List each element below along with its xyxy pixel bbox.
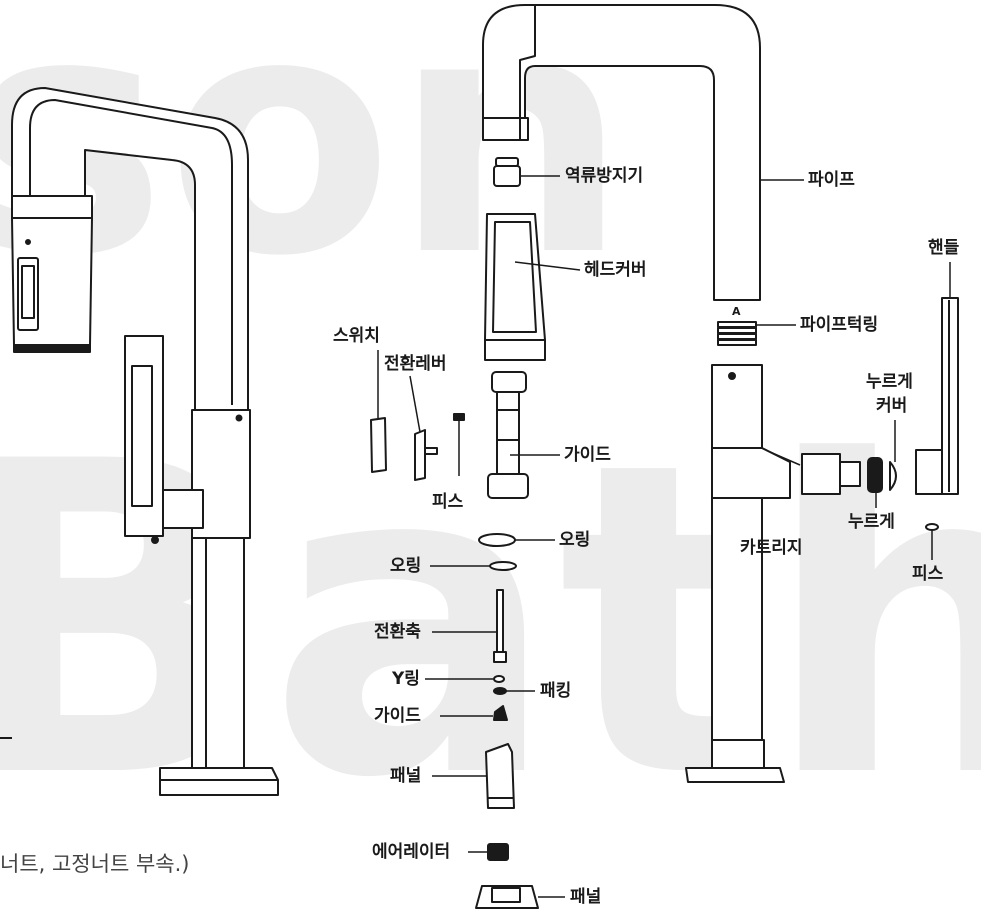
assembled-handle-slot [131, 365, 153, 507]
label-screw-right: 피스 [912, 564, 944, 584]
label-screw-left: 피스 [432, 492, 464, 512]
exploded-left-parts [370, 413, 465, 481]
assembled-head-tip [13, 344, 91, 353]
leader-cartridge [769, 451, 801, 466]
label-panel-upper: 패널 [390, 766, 422, 786]
body-column-dot [728, 372, 736, 380]
switch-shaft-part [496, 589, 504, 661]
assembled-base [159, 767, 279, 796]
screw-left-part [453, 413, 465, 421]
label-switch-lever: 전환레버 [384, 354, 447, 374]
body-base-plate [685, 767, 785, 783]
handle-cap [915, 449, 943, 495]
check-valve-top [495, 157, 519, 167]
o-ring-lower-part [489, 561, 517, 571]
pipe-arch [482, 4, 761, 301]
screw-right-part [925, 523, 939, 531]
switch-shaft-tip [493, 651, 507, 663]
assembled-body-dot [235, 414, 243, 422]
body-lower-block [711, 739, 765, 769]
body-column [711, 364, 763, 741]
pipe-a-mark: A [732, 305, 741, 318]
guide-shaft [496, 391, 520, 475]
label-switch: 스위치 [333, 326, 380, 346]
assembled-body-column [191, 537, 245, 769]
panel-lower-inner [491, 887, 521, 903]
check-valve-body [493, 165, 521, 187]
label-pipe-tick-ring: 파이프턱링 [800, 315, 879, 335]
cartridge-part [801, 453, 841, 495]
head-cover-bottom [484, 339, 546, 361]
label-o-ring-upper: 오링 [559, 530, 591, 550]
label-aerator: 에어레이터 [372, 842, 451, 862]
label-y-ring: Y링 [392, 669, 420, 689]
guide-bottom [487, 473, 529, 499]
head-cover-inner [492, 221, 537, 333]
label-packing: 패킹 [540, 681, 572, 701]
label-guide-upper: 가이드 [564, 445, 611, 465]
label-push: 누르게 [848, 512, 895, 532]
label-check-valve: 역류방지기 [565, 166, 644, 186]
label-o-ring-lower: 오링 [390, 556, 422, 576]
panel-upper-part [485, 743, 515, 809]
label-head-cover: 헤드커버 [584, 260, 647, 280]
label-pipe: 파이프 [808, 170, 855, 190]
pipe-tick-ring-part [717, 321, 757, 346]
pipe-arch-inner-line [519, 5, 536, 118]
assembled-switch-inner [21, 265, 35, 319]
assembled-arch-inner [29, 99, 233, 405]
assembled-faucet [11, 87, 279, 796]
guide-lower-part [493, 705, 508, 721]
assembled-handle-screw [151, 536, 159, 544]
push-part [867, 457, 883, 493]
leader-lines [377, 175, 951, 898]
assembled-indicator-dot [25, 239, 31, 245]
label-guide-lower: 가이드 [374, 706, 421, 726]
label-cartridge: 카트리지 [740, 538, 803, 558]
switch-lever-tab [424, 447, 438, 455]
switch-part [370, 417, 387, 473]
exploded-pipe-assembly: A [482, 4, 791, 783]
aerator-part [487, 843, 509, 861]
label-switch-shaft: 전환축 [374, 622, 421, 642]
y-ring-part [493, 675, 505, 683]
exploded-small-parts [475, 157, 546, 909]
panel-lower-part [475, 885, 539, 909]
label-push-cover-line2: 커버 [876, 396, 908, 416]
leader-switch-lever [409, 375, 421, 433]
label-handle: 핸들 [928, 238, 960, 258]
assembled-handle-cartridge [162, 489, 204, 529]
label-push-cover-line1: 누르게 [866, 372, 913, 392]
caption-text: 너트, 고정너트 부속.) [0, 852, 190, 876]
o-ring-upper-part [478, 533, 516, 547]
assembled-head-band [11, 195, 93, 219]
push-cover-part [889, 461, 897, 491]
cartridge-stem [839, 461, 861, 487]
pipe-head-sleeve [482, 117, 529, 141]
guide-top [491, 371, 527, 393]
exploded-right-parts [801, 297, 959, 531]
leader-head-cover [514, 261, 581, 271]
label-panel-lower: 패널 [570, 887, 602, 907]
packing-part [493, 687, 507, 695]
switch-lever-part [414, 429, 426, 481]
